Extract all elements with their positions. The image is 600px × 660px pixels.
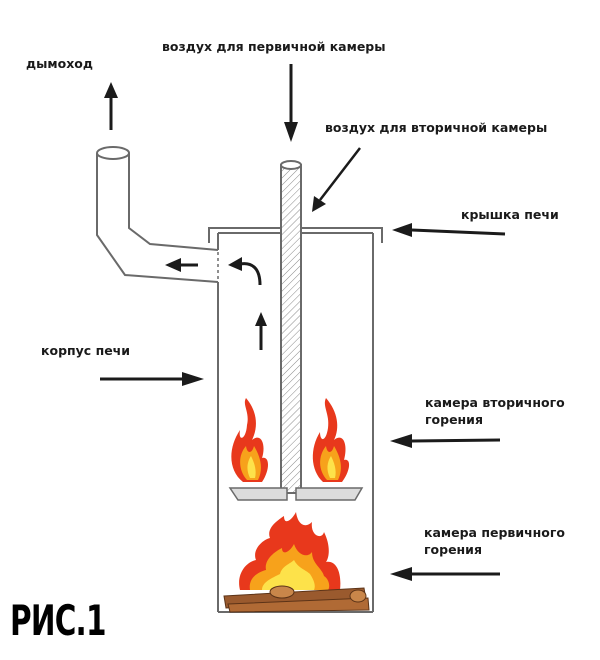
label-chimney: дымоход xyxy=(26,56,93,71)
label-primary-air: воздух для первичной камеры xyxy=(162,39,386,54)
label-primary-chamber-1: камера первичного xyxy=(424,525,566,540)
stove-lid xyxy=(208,227,383,243)
arrow-primary-chamber xyxy=(390,567,500,581)
label-lid: крышка печи xyxy=(461,207,559,222)
flame-secondary-left xyxy=(231,398,268,482)
firewood xyxy=(223,585,370,613)
central-air-pipe xyxy=(280,160,302,494)
arrow-primary-air xyxy=(284,64,298,142)
label-primary-chamber-2: горения xyxy=(424,542,482,557)
arrow-body xyxy=(100,372,204,386)
arrow-gas-curve xyxy=(228,257,262,286)
flame-secondary-right xyxy=(312,398,350,482)
arrow-chimney-up xyxy=(104,82,118,130)
label-secondary-chamber-2: горения xyxy=(425,412,483,427)
arrow-gas-up xyxy=(255,312,267,350)
arrow-secondary-air xyxy=(312,147,361,212)
burner-left xyxy=(228,487,288,501)
burner-right xyxy=(295,487,364,501)
flame-primary xyxy=(239,512,341,590)
arrow-gas-out xyxy=(165,258,198,272)
arrow-secondary-chamber xyxy=(390,434,501,448)
label-secondary-air: воздух для вторичной камеры xyxy=(325,120,548,135)
chimney-pipe xyxy=(96,146,219,283)
label-body: корпус печи xyxy=(41,343,131,358)
label-secondary-chamber-1: камера вторичного xyxy=(425,395,565,410)
figure-label: РИС.1 xyxy=(10,596,106,645)
arrow-lid xyxy=(392,223,506,237)
